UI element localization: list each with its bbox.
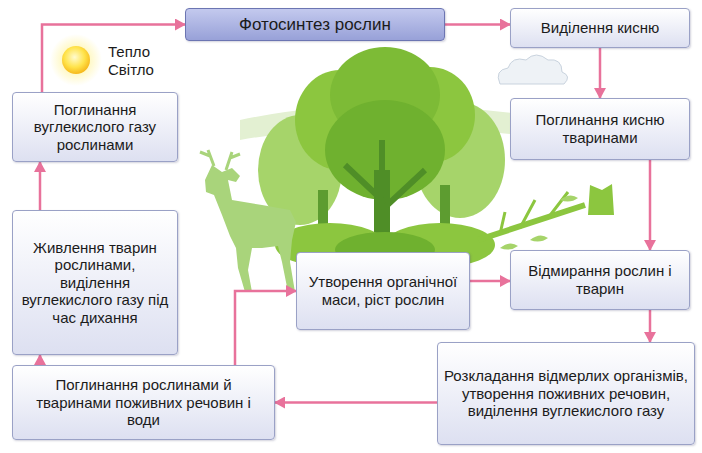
sun-label: Тепло <box>108 44 150 61</box>
process-box: Розкладання відмерлих організмів, утворе… <box>437 342 695 445</box>
box-text: Поглинання рослинами й тваринами поживни… <box>19 376 268 429</box>
deer <box>200 150 296 292</box>
flow-arrow <box>445 23 510 26</box>
box-text: Поглинання кисню тваринами <box>517 111 683 146</box>
flow-arrow <box>649 310 652 342</box>
box-text: Поглинання вуглекислого газу рослинами <box>19 101 171 154</box>
flow-arrow <box>39 355 42 365</box>
box-text: Відмирання рослин і тварин <box>517 262 683 297</box>
process-box: Поглинання кисню тваринами <box>510 98 690 160</box>
box-text: Виділення кисню <box>541 19 659 37</box>
box-text: Утворення органічної маси, ріст рослин <box>303 273 463 308</box>
flow-arrow <box>42 25 185 93</box>
process-box: Відмирання рослин і тварин <box>510 250 690 310</box>
flow-arrow <box>235 291 296 365</box>
flow-arrow <box>649 160 652 250</box>
fallen-tree <box>478 184 614 250</box>
process-box: Поглинання вуглекислого газу рослинами <box>12 92 178 162</box>
sun-glow <box>50 34 102 86</box>
process-box: Утворення органічної маси, ріст рослин <box>296 252 470 330</box>
process-box: Виділення кисню <box>510 8 690 48</box>
flow-arrow <box>39 162 42 210</box>
flow-arrow <box>599 48 602 98</box>
box-text: Розкладання відмерлих організмів, утворе… <box>444 367 688 420</box>
cloud <box>498 55 567 84</box>
process-box: Поглинання рослинами й тваринами поживни… <box>12 365 275 440</box>
sun-label: Світло <box>108 62 154 79</box>
flow-arrow <box>470 280 510 283</box>
process-title-box: Фотосинтез рослин <box>185 8 445 41</box>
box-text: Живлення тварин рослинами, виділення вуг… <box>19 239 171 327</box>
sun <box>62 46 90 74</box>
process-box: Живлення тварин рослинами, виділення вуг… <box>12 210 178 355</box>
box-text: Фотосинтез рослин <box>239 15 391 35</box>
flow-arrow <box>275 401 437 404</box>
